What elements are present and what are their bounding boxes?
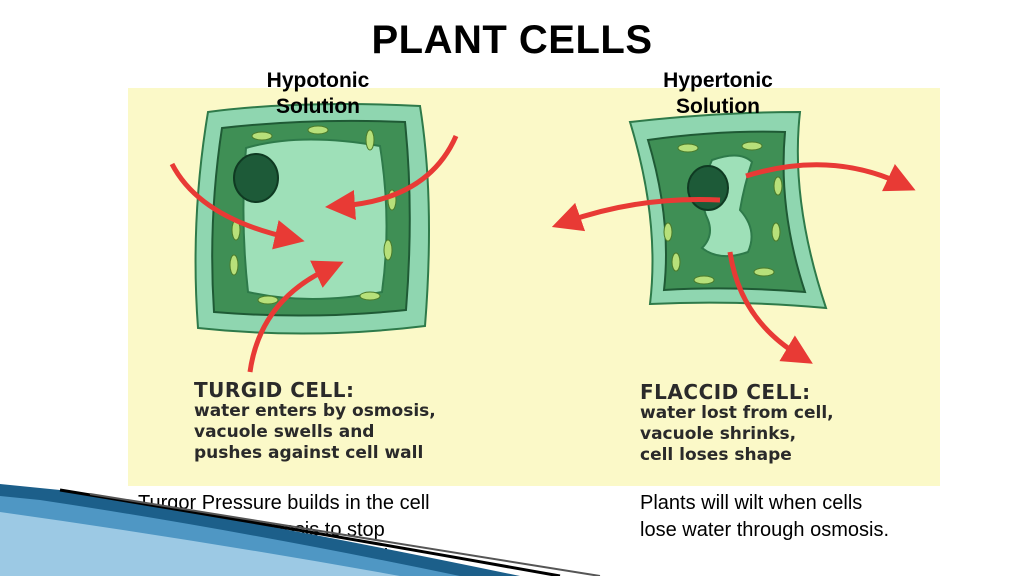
turgid-vacuole — [242, 138, 388, 300]
wilt-note-line2: lose water through osmosis. — [640, 519, 890, 541]
wilt-note: Plants will wilt when cells lose water t… — [640, 490, 970, 544]
turgid-caption-heading: TURGID CELL: — [194, 378, 355, 402]
turgid-nucleus — [233, 153, 279, 203]
hypertonic-label: Hypertonic Solution — [628, 68, 808, 120]
hypotonic-label-line2: Solution — [276, 95, 360, 118]
flaccid-cell-icon — [551, 110, 916, 364]
turgid-caption-line3: pushes against cell wall — [194, 443, 424, 463]
turgor-note-line2: and causes osmosis to stop — [138, 519, 385, 541]
page-title: PLANT CELLS — [371, 18, 653, 62]
flaccid-caption: FLACCID CELL: water lost from cell, vacu… — [640, 382, 834, 466]
hypertonic-label-line2: Solution — [676, 95, 760, 118]
turgid-caption: TURGID CELL: water enters by osmosis, va… — [194, 380, 436, 464]
turgor-note-line3: because of the rigid cell wall. — [138, 546, 394, 568]
turgid-cell-icon — [169, 103, 459, 373]
flaccid-nucleus — [687, 165, 729, 211]
turgor-note: Turgor Pressure builds in the cell and c… — [138, 490, 498, 571]
flaccid-caption-line1: water lost from cell, — [640, 403, 834, 423]
hypertonic-label-line1: Hypertonic — [663, 69, 773, 92]
flaccid-caption-heading: FLACCID CELL: — [640, 380, 811, 404]
water-arrow-icon — [169, 134, 459, 373]
wilt-note-line1: Plants will wilt when cells — [640, 492, 863, 514]
water-arrow-icon — [551, 162, 916, 364]
flaccid-caption-line2: vacuole shrinks, — [640, 424, 797, 444]
turgor-note-line1: Turgor Pressure builds in the cell — [138, 492, 430, 514]
hypotonic-label-line1: Hypotonic — [266, 69, 370, 92]
hypotonic-label: Hypotonic Solution — [228, 68, 408, 120]
turgid-caption-line2: vacuole swells and — [194, 422, 375, 442]
flaccid-caption-line3: cell loses shape — [640, 445, 792, 465]
turgid-caption-line1: water enters by osmosis, — [194, 401, 436, 421]
